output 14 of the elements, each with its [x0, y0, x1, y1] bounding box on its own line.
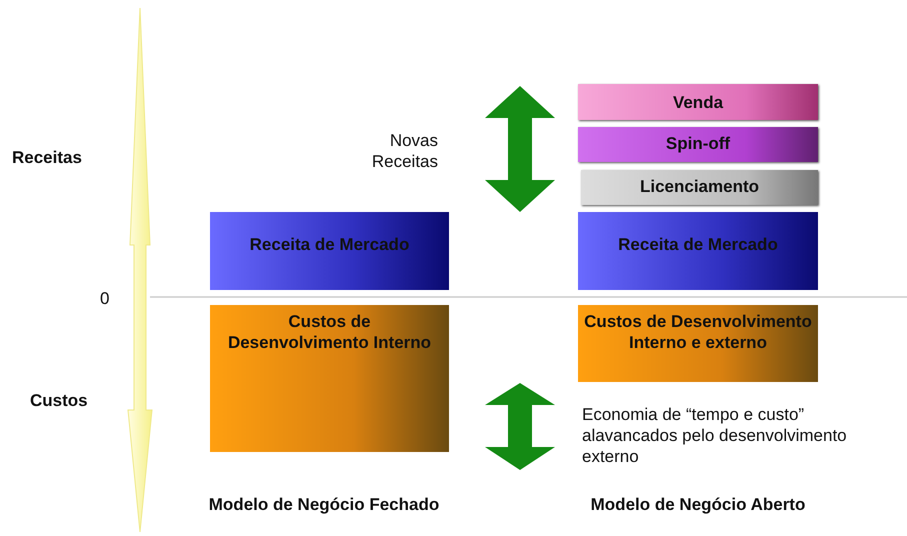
- axis-label: Receitas: [12, 147, 83, 168]
- column-label: Modelo de Negócio Aberto: [590, 494, 806, 515]
- annotation-text: Economia de “tempo e custo” alavancados pelo desenvolvimento externo: [582, 404, 848, 467]
- revenue-box: Receita de Mercado: [578, 212, 818, 290]
- axis-label: 0: [100, 288, 110, 309]
- axis-label: Custos: [30, 390, 89, 411]
- licensing-bar: Licenciamento: [581, 170, 818, 205]
- sales-bar: Venda: [578, 84, 818, 120]
- column-label: Modelo de Negócio Fechado: [208, 494, 440, 515]
- annotation-text: Novas Receitas: [370, 130, 438, 172]
- cost-box: Custos de Desenvolvimento Interno: [210, 305, 449, 452]
- spin-off-bar: Spin-off: [578, 127, 818, 162]
- cost-box: Custos de Desenvolvimento Interno e externo: [578, 305, 818, 382]
- revenue-box: Receita de Mercado: [210, 212, 449, 290]
